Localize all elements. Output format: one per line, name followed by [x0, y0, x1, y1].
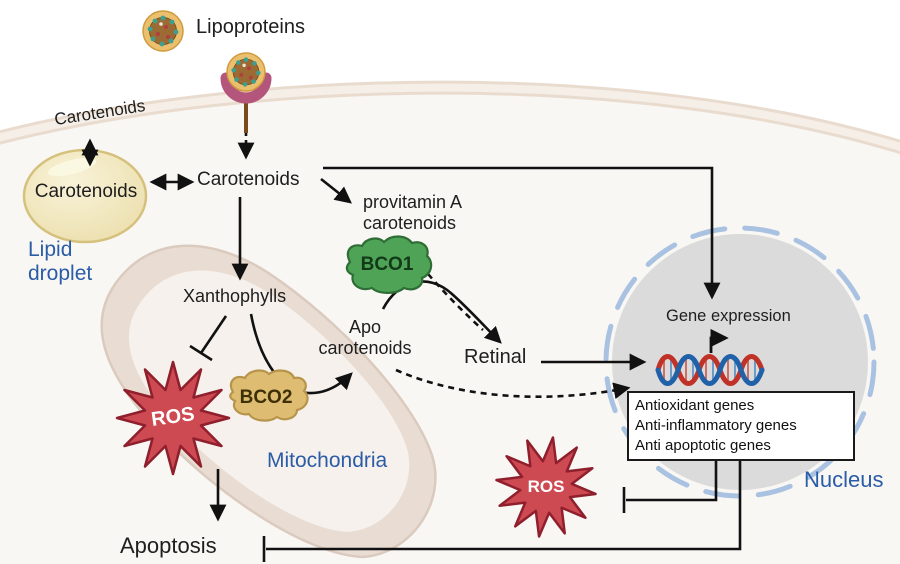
cytosol-carotenoids-label: Carotenoids — [197, 169, 300, 190]
apo-carotenoids-label: Apo carotenoids — [318, 317, 412, 358]
apoptosis-label: Apoptosis — [120, 533, 217, 558]
retinal-label: Retinal — [464, 346, 527, 368]
bco2-blob — [229, 369, 309, 422]
bco2-label: BCO2 — [239, 387, 293, 408]
gene-box-line-anti-inflammatory: Anti-inflammatory genes — [635, 417, 797, 435]
bco1-label: BCO1 — [360, 254, 414, 275]
arrow-apo-to-genebox-dashed — [395, 368, 631, 400]
transcription-start-arrow-icon — [709, 328, 729, 353]
gene-expression-label: Gene expression — [666, 307, 791, 325]
membrane-receptor-icon — [220, 72, 272, 133]
bco1-blob — [345, 235, 433, 294]
nucleus-label: Nucleus — [804, 467, 884, 492]
arrow-carotenoids-to-gene-expression — [323, 166, 721, 300]
inhibit-genebox-ros2 — [626, 459, 718, 502]
provitamin-a-carotenoids-label: provitamin A carotenoids — [363, 192, 462, 233]
ros-starburst-cytosolic — [495, 436, 597, 538]
gene-box: Antioxidant genes Anti-inflammatory gene… — [627, 391, 855, 462]
xanthophylls-label: Xanthophylls — [183, 286, 287, 306]
lipoprotein-particle-in-receptor-icon — [226, 52, 266, 92]
lipoproteins-label: Lipoproteins — [196, 16, 305, 38]
gene-box-line-anti-apoptotic: Anti apoptotic genes — [635, 437, 771, 455]
mitochondria-label: Mitochondria — [267, 449, 388, 472]
ros-starburst-mitochondrial — [115, 360, 231, 476]
lipid-droplet-label: Lipid droplet — [28, 238, 93, 286]
gene-box-line-antioxidant: Antioxidant genes — [635, 397, 755, 414]
droplet-carotenoids-label: Carotenoids — [34, 181, 138, 202]
inhibit-xanthophylls-ros-bar — [189, 344, 213, 362]
plasma-membrane-inner — [0, 83, 900, 152]
inhibit-xanthophylls-ros — [199, 315, 228, 354]
inhibit-genebox-apoptosis — [266, 459, 742, 551]
arrow-carotenoids-to-provitamin — [320, 177, 352, 204]
dna-helix-icon — [655, 328, 765, 386]
ros-cytosolic-label: ROS — [527, 477, 565, 496]
lipoprotein-particle-icon — [142, 10, 184, 52]
